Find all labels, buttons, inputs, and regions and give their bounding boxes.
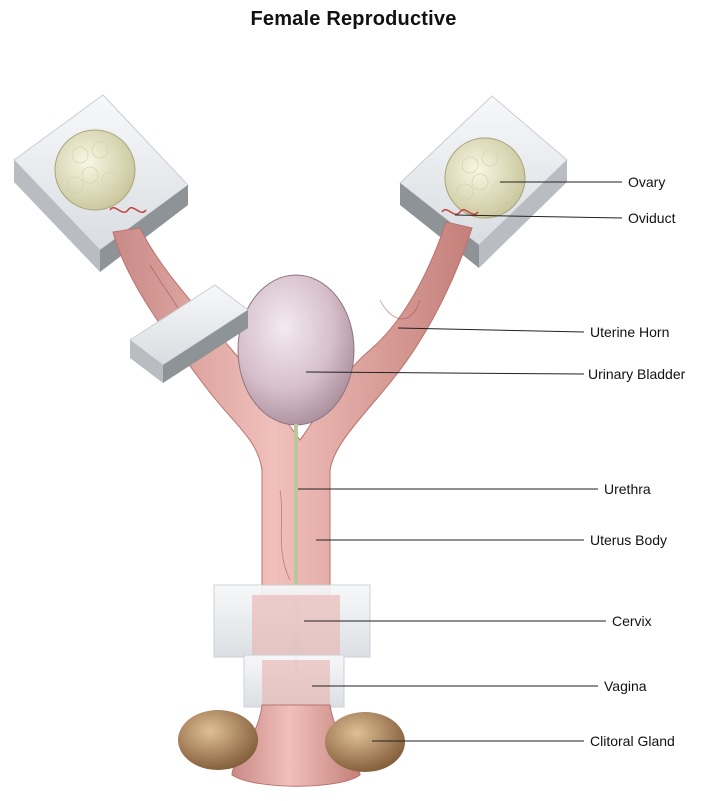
label-uterus-body: Uterus Body bbox=[590, 532, 667, 548]
urinary-bladder bbox=[238, 275, 354, 425]
right-ovary bbox=[445, 138, 525, 218]
label-oviduct: Oviduct bbox=[628, 210, 675, 226]
label-urethra: Urethra bbox=[604, 481, 651, 497]
label-uterine-horn: Uterine Horn bbox=[590, 324, 669, 340]
label-urinary-bladder: Urinary Bladder bbox=[588, 366, 685, 382]
left-ovary bbox=[55, 130, 135, 210]
label-ovary: Ovary bbox=[628, 174, 665, 190]
label-vagina: Vagina bbox=[604, 678, 647, 694]
vagina-box bbox=[244, 655, 344, 708]
label-clitoral-gland: Clitoral Gland bbox=[590, 733, 675, 749]
label-cervix: Cervix bbox=[612, 613, 652, 629]
right-clitoral-gland bbox=[325, 712, 405, 772]
left-clitoral-gland bbox=[178, 710, 258, 770]
